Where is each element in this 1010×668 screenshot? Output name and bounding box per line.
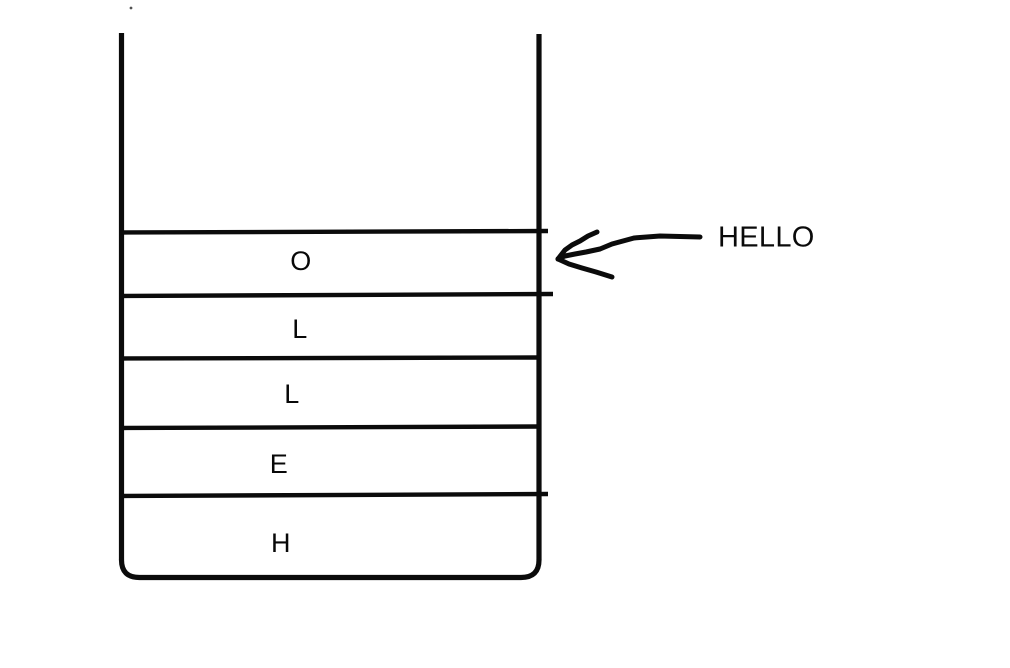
divider-line-e-h xyxy=(118,491,549,499)
callout-arrow-barb-lower xyxy=(555,256,615,280)
callout-arrow-shaft xyxy=(555,233,703,262)
stack-cell-letter-l-lower: L xyxy=(284,379,300,409)
stack-cell-letter-h: H xyxy=(271,528,291,558)
divider-line-o-l xyxy=(118,291,554,299)
divider-line-l-l xyxy=(119,355,541,361)
stack-cell-letter-l-upper: L xyxy=(292,314,308,344)
stack-cell-letter-o-top: O xyxy=(290,246,312,276)
stack-cell-letters: O L L E H xyxy=(270,246,312,558)
callout-label-hello: HELLO xyxy=(718,222,815,254)
stack-dividers xyxy=(118,228,554,499)
callout-arrow-barb-upper xyxy=(555,229,600,262)
stack-cell-letter-e: E xyxy=(270,449,289,479)
container-bottom xyxy=(118,557,542,581)
divider-line-l-e xyxy=(120,424,542,431)
stray-speck xyxy=(129,6,133,10)
callout-arrow-icon xyxy=(555,229,703,280)
divider-line-o-top xyxy=(119,228,549,235)
